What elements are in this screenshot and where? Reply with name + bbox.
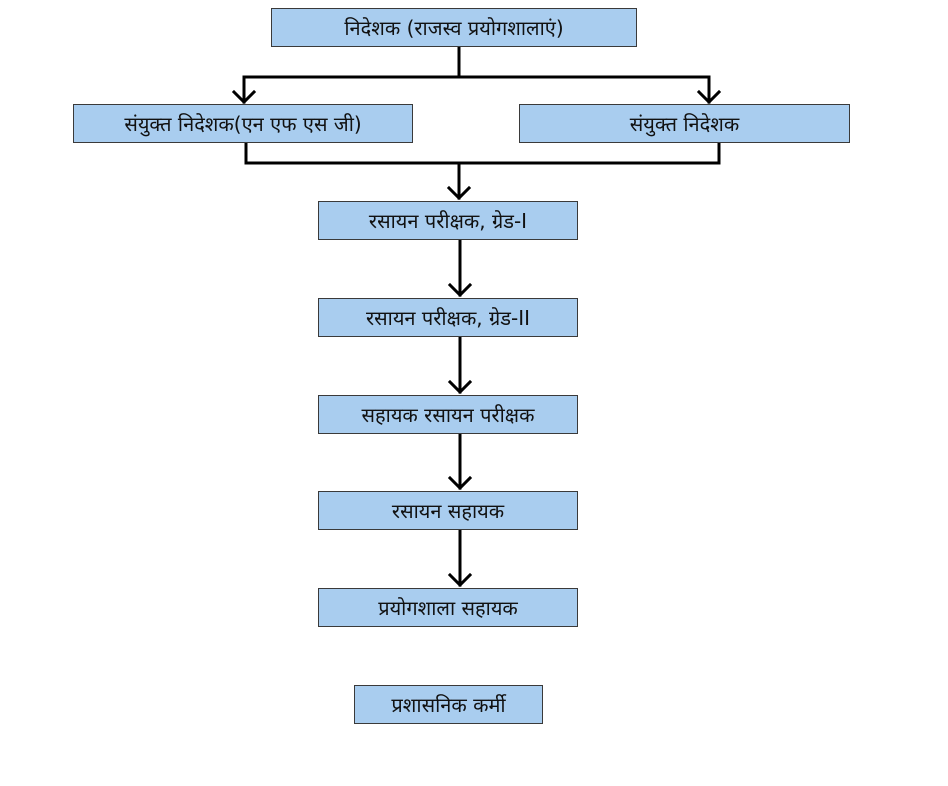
node-joint-director: संयुक्त निदेशक <box>519 104 850 143</box>
node-assistant-chemical-examiner-label: सहायक रसायन परीक्षक <box>361 403 535 427</box>
node-laboratory-assistant-label: प्रयोगशाला सहायक <box>378 596 518 620</box>
arrowhead-chemical-assistant <box>447 475 473 491</box>
arrowhead-assistant-examiner <box>447 379 473 395</box>
node-chemical-examiner-grade-1: रसायन परीक्षक, ग्रेड-I <box>318 201 578 240</box>
arrowhead-lab-assistant <box>447 572 473 588</box>
arrowhead-grade-2 <box>447 282 473 298</box>
node-joint-director-nfsg: संयुक्त निदेशक(एन एफ एस जी) <box>73 104 413 143</box>
node-chemical-examiner-grade-2-label: रसायन परीक्षक, ग्रेड-II <box>365 306 531 330</box>
node-chemical-examiner-grade-1-label: रसायन परीक्षक, ग्रेड-I <box>368 209 528 233</box>
arrowhead-right-joint <box>696 89 722 105</box>
arrowhead-left-joint <box>231 89 257 105</box>
node-laboratory-assistant: प्रयोगशाला सहायक <box>318 588 578 627</box>
node-director: निदेशक (राजस्व प्रयोगशालाएं) <box>271 8 637 47</box>
node-chemical-assistant-label: रसायन सहायक <box>391 499 505 523</box>
node-assistant-chemical-examiner: सहायक रसायन परीक्षक <box>318 395 578 434</box>
node-joint-director-label: संयुक्त निदेशक <box>629 112 740 136</box>
node-chemical-examiner-grade-2: रसायन परीक्षक, ग्रेड-II <box>318 298 578 337</box>
node-director-label: निदेशक (राजस्व प्रयोगशालाएं) <box>344 16 564 40</box>
arrowhead-grade-1 <box>446 185 472 201</box>
node-joint-director-nfsg-label: संयुक्त निदेशक(एन एफ एस जी) <box>124 112 362 136</box>
node-administrative-staff-label: प्रशासनिक कर्मी <box>391 693 506 717</box>
node-administrative-staff: प्रशासनिक कर्मी <box>354 685 543 724</box>
node-chemical-assistant: रसायन सहायक <box>318 491 578 530</box>
